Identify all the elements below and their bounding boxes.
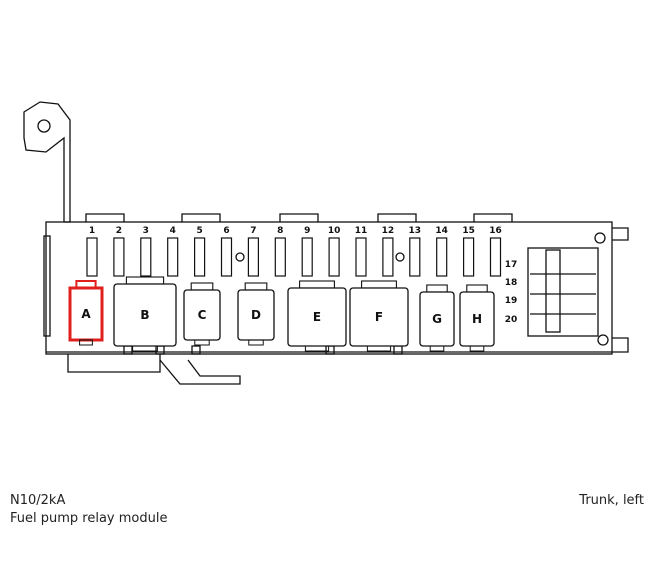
side-fuse-number-19: 19 xyxy=(505,296,518,306)
component-location: Trunk, left xyxy=(579,493,644,508)
bracket-hole xyxy=(37,119,51,133)
relay-c: C xyxy=(183,282,221,346)
side-fuse-number-18: 18 xyxy=(505,278,518,288)
fuse-slot-1 xyxy=(86,237,98,277)
fuse-slot-8 xyxy=(274,237,286,277)
fuse-number-16: 16 xyxy=(489,226,502,236)
side-fuse-number-20: 20 xyxy=(505,315,518,325)
fuse-number-6: 6 xyxy=(223,226,229,236)
fuse-slot-9 xyxy=(301,237,313,277)
relay-label-e: E xyxy=(313,310,321,324)
fuse-slot-6 xyxy=(220,237,233,277)
fuse-slot-3 xyxy=(140,237,152,277)
fuse-number-5: 5 xyxy=(196,226,202,236)
fuse-number-12: 12 xyxy=(382,226,395,236)
component-code: N10/2kA xyxy=(10,493,66,508)
fuse-number-2: 2 xyxy=(116,226,122,236)
relay-g: G xyxy=(419,284,455,352)
fuse-number-8: 8 xyxy=(277,226,283,236)
component-name: Fuel pump relay module xyxy=(10,511,168,526)
relay-label-d: D xyxy=(251,308,261,322)
fuse-slot-12 xyxy=(382,237,394,277)
fuse-number-3: 3 xyxy=(143,226,149,236)
side-fuse-block xyxy=(527,247,599,337)
mounting-bracket xyxy=(23,101,71,223)
relay-label-b: B xyxy=(140,308,149,322)
fuse-number-4: 4 xyxy=(170,226,176,236)
fuse-number-7: 7 xyxy=(250,226,256,236)
fuse-number-9: 9 xyxy=(304,226,310,236)
side-fuse-number-17: 17 xyxy=(505,260,518,270)
relay-label-h: H xyxy=(472,312,482,326)
relay-a: A xyxy=(68,280,104,346)
fuse-number-14: 14 xyxy=(435,226,448,236)
relay-label-a: A xyxy=(81,307,91,321)
relay-f: F xyxy=(349,280,409,352)
fuse-slot-14 xyxy=(436,237,448,277)
fuse-slot-13 xyxy=(409,237,421,277)
fuse-number-1: 1 xyxy=(89,226,95,236)
relay-b: B xyxy=(113,276,177,352)
fuse-slot-5 xyxy=(194,237,206,277)
relay-h: H xyxy=(459,284,495,352)
relay-e: E xyxy=(287,280,347,352)
fuse-slot-16 xyxy=(489,237,502,277)
fuse-number-10: 10 xyxy=(328,226,341,236)
fuse-slot-11 xyxy=(355,237,367,277)
fuse-number-13: 13 xyxy=(409,226,422,236)
fuse-number-11: 11 xyxy=(355,226,368,236)
relay-d: D xyxy=(237,282,275,346)
relay-label-g: G xyxy=(432,312,442,326)
fuse-slot-2 xyxy=(113,237,125,277)
fuse-slot-15 xyxy=(463,237,475,277)
relay-label-c: C xyxy=(198,308,207,322)
fuse-slot-4 xyxy=(167,237,179,277)
fuse-number-15: 15 xyxy=(462,226,475,236)
relay-label-f: F xyxy=(375,310,383,324)
fuse-slot-7 xyxy=(247,237,259,277)
fuse-slot-10 xyxy=(328,237,340,277)
